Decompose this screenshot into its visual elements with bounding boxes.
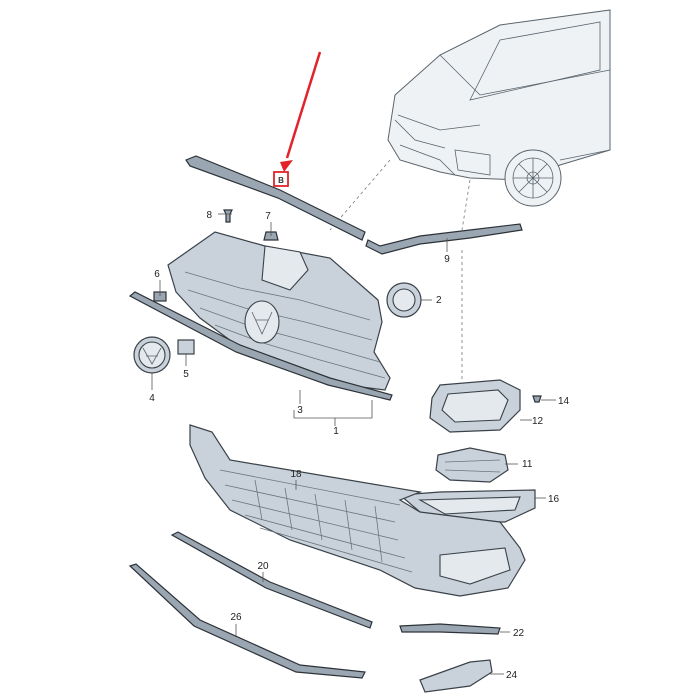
fog-light-frame (429, 379, 521, 433)
part-label-11: 11 (522, 459, 533, 470)
emblem (133, 336, 171, 374)
upper-trim-strip (185, 155, 366, 241)
part-label-18: 18 (290, 469, 302, 480)
callout-arrowhead (280, 160, 293, 172)
part-label-8: 8 (206, 210, 212, 221)
part-label-6: 6 (154, 269, 160, 280)
grille-assembly (167, 231, 391, 391)
screw (223, 209, 233, 223)
bumper-trim-strip (170, 531, 373, 629)
part-label-14: 14 (558, 396, 570, 407)
sensor (177, 339, 195, 355)
part-label-3: 3 (297, 405, 303, 416)
side-trim-strip (365, 223, 523, 255)
corner-trim (419, 659, 493, 693)
bolt (532, 395, 542, 403)
side-strip-lower (399, 623, 501, 635)
part-number-labels: 1 2 3 4 5 6 7 8 9 11 12 14 16 18 20 22 2… (149, 210, 569, 681)
badge (386, 282, 422, 318)
part-label-5: 5 (183, 369, 189, 380)
part-label-22: 22 (513, 628, 525, 639)
leader-lines (151, 213, 556, 675)
lower-trim-strip (128, 563, 366, 679)
car-illustration (387, 9, 611, 207)
callout-box (273, 171, 289, 187)
part-label-26: 26 (230, 612, 242, 623)
part-label-12: 12 (532, 416, 544, 427)
callout-label: B (278, 176, 284, 185)
part-label-2: 2 (436, 295, 442, 306)
part-label-9: 9 (444, 254, 450, 265)
part-label-20: 20 (257, 561, 269, 572)
part-label-24: 24 (506, 670, 518, 681)
part-label-7: 7 (265, 211, 271, 222)
part-label-4: 4 (149, 393, 155, 404)
callout-arrow (285, 51, 322, 159)
grille-insert (435, 447, 509, 483)
part-label-16: 16 (548, 494, 560, 505)
grille-lower-strip (128, 291, 393, 401)
part-label-1: 1 (333, 426, 339, 437)
front-bumper (189, 424, 526, 597)
